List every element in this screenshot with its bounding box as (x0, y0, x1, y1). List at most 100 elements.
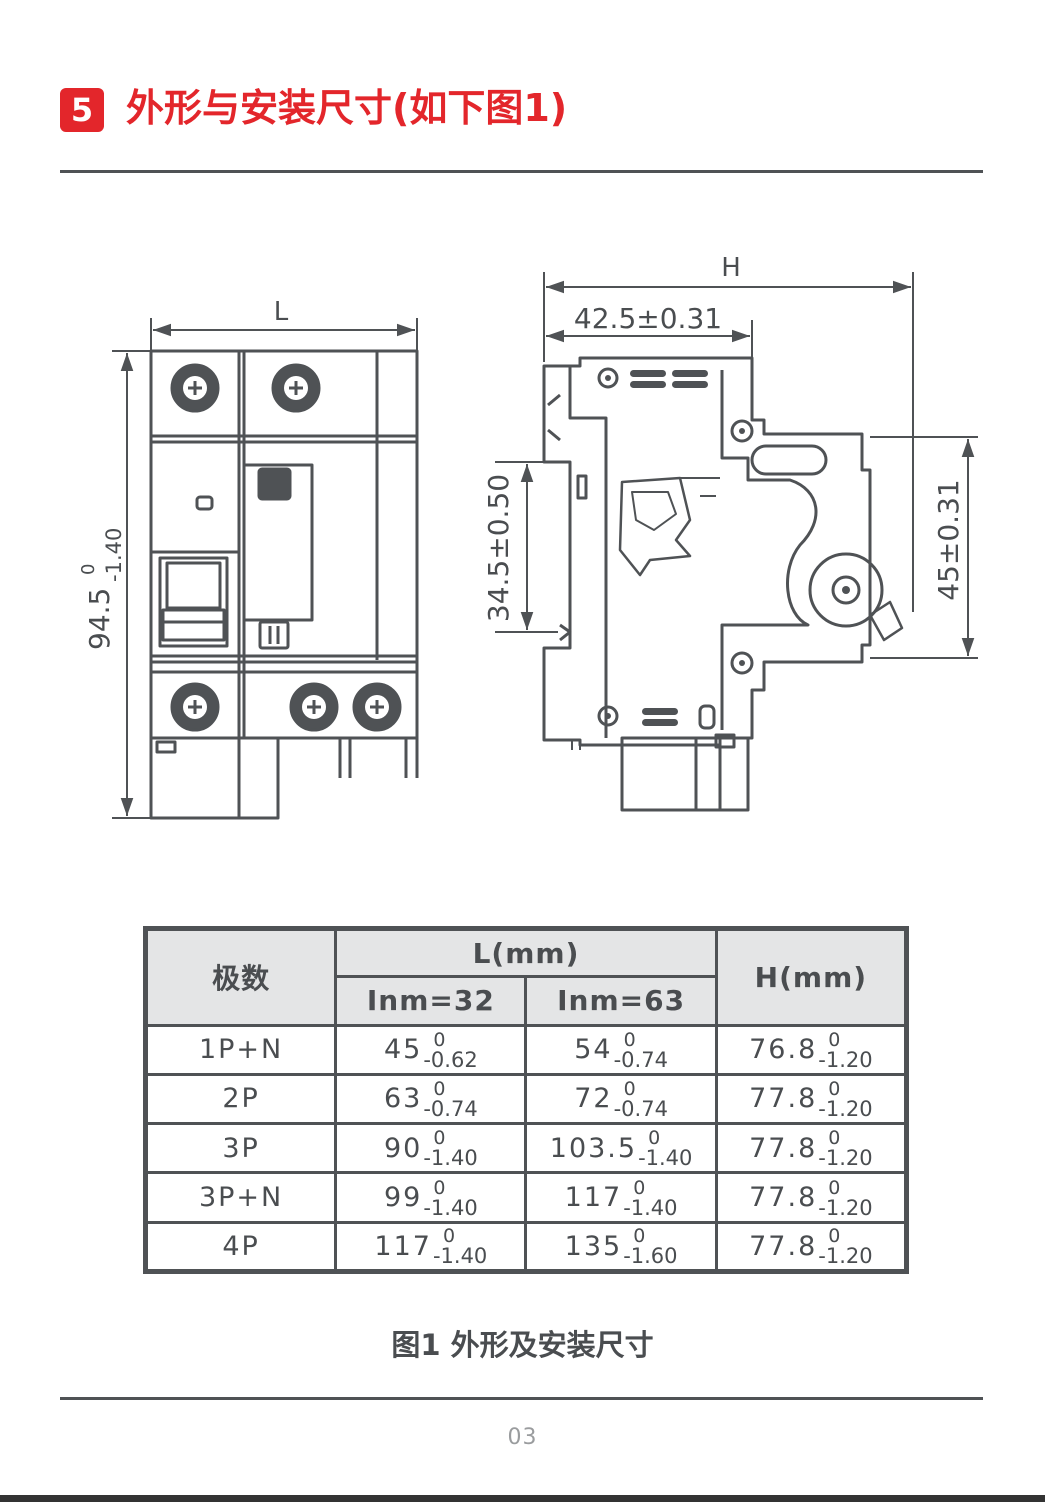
l-inm32-cell-tolerance: 0-1.40 (433, 1225, 487, 1267)
l-inm63-cell-tol-upper: 0 (633, 1225, 646, 1248)
l-inm32-cell-value: 99 0-1.40 (384, 1176, 478, 1220)
l-inm32-cell-tol-upper: 0 (442, 1225, 456, 1248)
section-title: 外形与安装尺寸(如下图1) (126, 86, 568, 130)
l-inm63-cell-tol-lower: -0.74 (613, 1047, 668, 1072)
h-cell-tol-upper: 0 (828, 1176, 841, 1199)
h-cell-tol-lower: -1.20 (818, 1244, 873, 1269)
h-cell-tol-upper: 0 (828, 1028, 841, 1051)
h-cell-tol-lower: -1.20 (818, 1195, 873, 1220)
l-inm32-cell-nominal: 63 (384, 1083, 423, 1115)
l-inm63-cell-tol-lower: -1.60 (623, 1244, 678, 1269)
h-cell-tolerance: 0-1.20 (818, 1077, 873, 1121)
front-height-tol-lower: -1.40 (102, 528, 126, 582)
l-inm63-cell-tolerance: 0-1.60 (623, 1225, 678, 1269)
l-inm63-cell-tol-lower: -0.74 (613, 1096, 668, 1121)
l-inm32-cell-tol-upper: 0 (433, 1176, 446, 1199)
l-inm32-cell-tol-upper: 0 (433, 1077, 446, 1100)
h-cell-tol-lower: -1.20 (818, 1096, 873, 1121)
l-inm32-cell-value: 63 0-0.74 (384, 1077, 478, 1121)
poles-cell: 3P (143, 1122, 338, 1175)
l-inm32-cell-nominal: 90 (384, 1132, 423, 1164)
l-inm32-cell-value: 90 0-1.40 (384, 1127, 478, 1171)
l-inm63-cell-tolerance: 0-1.40 (638, 1127, 693, 1171)
l-inm32-cell: 63 0-0.74 (334, 1072, 528, 1126)
section-number-badge: 5 (60, 88, 104, 132)
header-h: H(mm) (714, 927, 909, 1027)
front-width-label: L (274, 297, 289, 327)
page-number: 03 (507, 1425, 538, 1450)
h-cell-tolerance: 0-1.20 (818, 1176, 873, 1220)
front-height-label: 94.5 (83, 588, 116, 650)
side-view (495, 272, 978, 812)
l-inm63-cell-tol-lower: -1.40 (638, 1146, 693, 1171)
l-inm32-cell-nominal: 99 (384, 1182, 423, 1214)
side-rail-label: 34.5±0.50 (482, 474, 515, 622)
header-poles: 极数 (143, 927, 338, 1027)
l-inm32-cell-tol-upper: 0 (433, 1127, 446, 1150)
l-inm32-cell: 90 0-1.40 (334, 1122, 528, 1175)
h-cell-nominal: 77.8 (749, 1083, 818, 1115)
front-view (112, 318, 419, 820)
h-cell-tol-upper: 0 (828, 1077, 841, 1100)
h-cell-tol-lower: -1.20 (818, 1146, 873, 1171)
h-cell-nominal: 77.8 (749, 1230, 818, 1262)
l-inm32-cell-tol-lower: -1.40 (423, 1195, 478, 1220)
l-inm63-cell-nominal: 72 (574, 1083, 613, 1115)
header-l-group: L(mm) (334, 926, 718, 979)
poles-cell: 2P (143, 1072, 338, 1126)
l-inm63-cell-tol-lower: -1.40 (623, 1195, 678, 1220)
l-inm63-cell-tol-upper: 0 (623, 1077, 636, 1100)
l-inm32-cell-tol-lower: -1.40 (423, 1146, 478, 1171)
l-inm63-cell-nominal: 117 (564, 1182, 623, 1214)
poles-cell: 1P+N (143, 1023, 338, 1076)
l-inm63-cell-tolerance: 0-0.74 (613, 1030, 668, 1072)
l-inm32-cell-tol-upper: 0 (433, 1028, 446, 1051)
l-inm63-cell-tol-upper: 0 (648, 1127, 661, 1150)
h-cell-tolerance: 0-1.20 (818, 1128, 873, 1171)
l-inm63-cell-tolerance: 0-0.74 (613, 1077, 668, 1121)
dimension-drawing: L 94.5 0 -1.40 H 42.5±0.31 34.5±0.50 45±… (78, 253, 978, 820)
bottom-bar (0, 1495, 1045, 1502)
l-inm32-cell-nominal: 117 (374, 1230, 432, 1262)
l-inm32-cell-tol-lower: -0.62 (423, 1047, 478, 1072)
h-cell-tol-lower: -1.20 (818, 1047, 873, 1072)
header-inm32: Inm=32 (334, 975, 528, 1027)
poles-cell: 4P (143, 1220, 338, 1274)
l-inm32-cell-tol-lower: -0.74 (423, 1096, 478, 1121)
l-inm63-cell-nominal: 54 (574, 1034, 613, 1066)
h-cell-nominal: 76.8 (749, 1034, 818, 1066)
l-inm32-cell: 99 0-1.40 (334, 1171, 528, 1224)
l-inm63-cell-nominal: 103.5 (549, 1132, 638, 1164)
front-height-tol-upper: 0 (78, 564, 99, 575)
h-cell-tolerance: 0-1.20 (818, 1028, 873, 1072)
header-inm63: Inm=63 (524, 975, 718, 1027)
